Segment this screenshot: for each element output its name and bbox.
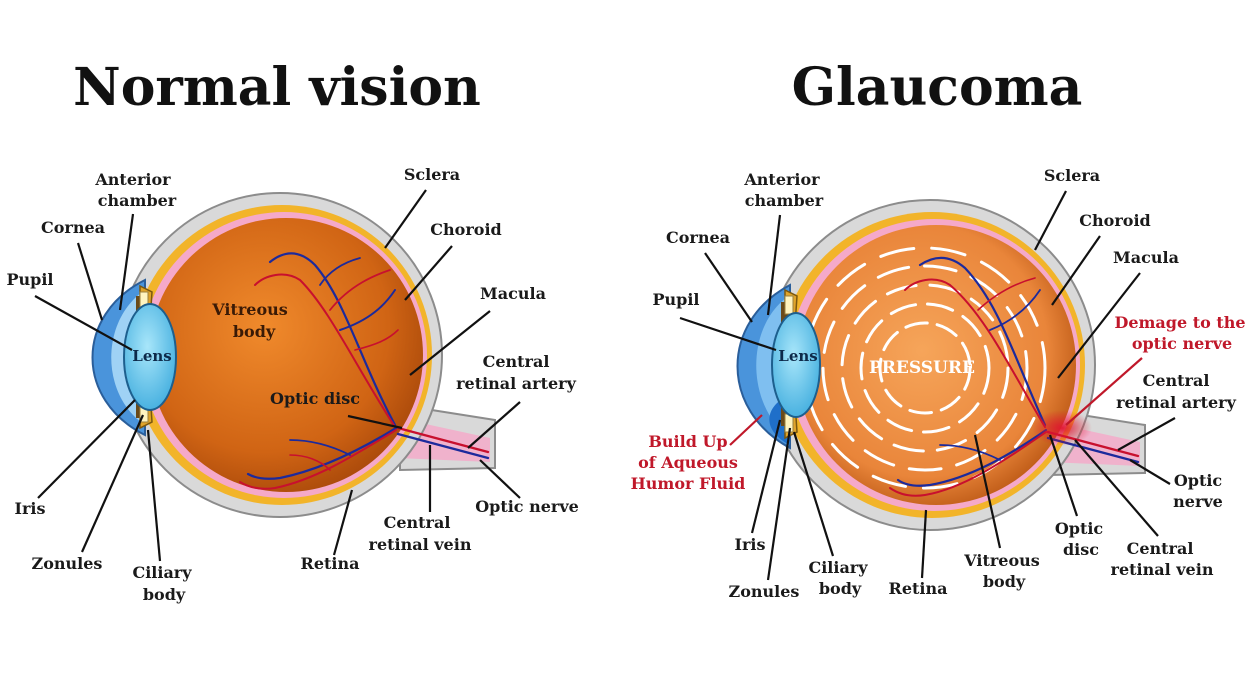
normal-optic-nerve-leader <box>479 459 521 499</box>
damage-leader <box>1065 357 1143 426</box>
glaucoma-labels: Anterior chamber Cornea Pupil Lens PRESS… <box>631 166 1246 601</box>
normal-pupil-label: Pupil <box>6 270 53 289</box>
glaucoma-cornea-label: Cornea <box>666 228 730 247</box>
normal-labels: Anterior chamber Cornea Pupil Lens Vitre… <box>6 165 578 604</box>
glaucoma-zonules-label: Zonules <box>729 582 800 601</box>
normal-cornea-label: Cornea <box>41 218 105 237</box>
normal-optic-nerve-label: Optic nerve <box>475 497 579 516</box>
normal-sclera-label: Sclera <box>404 165 460 184</box>
glaucoma-eye <box>736 199 1146 531</box>
normal-central-artery-leader <box>467 401 521 449</box>
normal-iris-label: Iris <box>15 499 46 518</box>
glaucoma-central-vein-label-2: retinal vein <box>1111 560 1214 579</box>
normal-central-vein-label-2: retinal vein <box>369 535 472 554</box>
normal-sclera-leader <box>384 189 427 249</box>
glaucoma-zonules-leader <box>766 427 792 581</box>
normal-ciliary-label-1: Ciliary <box>132 563 192 582</box>
glaucoma-optic-disc-label-1: Optic <box>1055 519 1104 538</box>
lens-shape <box>123 303 177 411</box>
normal-eye <box>91 192 496 518</box>
glaucoma-central-artery-label-1: Central <box>1143 371 1210 390</box>
glaucoma-macula-label: Macula <box>1113 248 1179 267</box>
normal-anterior-chamber-label-1: Anterior <box>94 170 171 189</box>
glaucoma-zonules-upper <box>784 295 794 315</box>
normal-zonules-leader <box>80 414 145 553</box>
glaucoma-central-vein-label-1: Central <box>1127 539 1194 558</box>
glaucoma-vitreous-leader <box>973 434 1002 549</box>
normal-optic-disc-leader <box>347 414 403 430</box>
normal-retina-leader <box>332 489 354 556</box>
glaucoma-choroid-label: Choroid <box>1079 211 1150 230</box>
vitreous-body-shape <box>149 218 423 492</box>
normal-iris-leader <box>37 399 136 499</box>
normal-anterior-chamber-label-2: chamber <box>98 191 177 210</box>
glaucoma-anterior-chamber-label-2: chamber <box>745 191 824 210</box>
retinal-vessels <box>239 252 490 490</box>
glaucoma-optic-disc-label-2: disc <box>1063 540 1099 559</box>
glaucoma-vitreous-label-2: body <box>983 572 1026 591</box>
pressure-label: PRESSURE <box>869 358 975 378</box>
glaucoma-lens-label: Lens <box>778 347 817 365</box>
normal-ciliary-leader <box>146 429 162 562</box>
normal-vitreous-label-2: body <box>233 322 276 341</box>
normal-pupil-leader <box>34 295 133 351</box>
glaucoma-cornea-leader <box>704 252 753 323</box>
glaucoma-optic-disc-leader <box>1048 434 1079 517</box>
glaucoma-ciliary-label-2: body <box>819 579 862 598</box>
glaucoma-sclera-label: Sclera <box>1044 166 1100 185</box>
glaucoma-pupil-label: Pupil <box>652 290 699 309</box>
damage-label-2: optic nerve <box>1132 334 1232 353</box>
damage-label-1: Demage to the <box>1114 313 1245 332</box>
glaucoma-central-artery-leader <box>1117 417 1176 451</box>
title-normal-vision: Normal vision <box>73 57 481 118</box>
glaucoma-vitreous-label-1: Vitreous <box>963 551 1040 570</box>
normal-choroid-leader <box>404 245 453 301</box>
glaucoma-central-artery-label-2: retinal artery <box>1116 393 1237 412</box>
glaucoma-retinal-vessels <box>889 256 1140 497</box>
glaucoma-vitreous-shape <box>796 225 1076 505</box>
normal-central-artery-label-1: Central <box>483 352 550 371</box>
build-up-label-2: of Aqueous <box>638 453 738 472</box>
glaucoma-macula-leader <box>1057 272 1141 379</box>
glaucoma-ciliary-leader <box>792 431 835 557</box>
normal-optic-disc-label: Optic disc <box>270 389 360 408</box>
glaucoma-retina-leader <box>920 509 928 579</box>
optic-nerve-damage-glow <box>1032 410 1092 446</box>
normal-choroid-label: Choroid <box>430 220 501 239</box>
glaucoma-retina-label: Retina <box>889 579 948 598</box>
normal-central-vein-label-1: Central <box>384 513 451 532</box>
glaucoma-sclera-leader <box>1034 190 1067 251</box>
glaucoma-pupil-leader <box>679 316 777 352</box>
glaucoma-optic-nerve-label-1: Optic <box>1174 471 1223 490</box>
glaucoma-choroid-leader <box>1051 235 1101 306</box>
build-up-label-3: Humor Fluid <box>631 474 746 493</box>
normal-cornea-leader <box>76 242 104 321</box>
normal-anterior-chamber-leader <box>118 213 135 311</box>
build-up-label-1: Build Up <box>648 432 727 451</box>
glaucoma-ciliary-label-1: Ciliary <box>808 558 868 577</box>
glaucoma-anterior-chamber-leader <box>766 214 782 316</box>
title-glaucoma: Glaucoma <box>792 57 1083 118</box>
normal-macula-label: Macula <box>480 284 546 303</box>
glaucoma-iris-leader <box>750 419 782 534</box>
normal-lens-label: Lens <box>132 347 171 365</box>
normal-zonules-label: Zonules <box>32 554 103 573</box>
normal-macula-leader <box>409 310 491 376</box>
normal-retina-label: Retina <box>301 554 360 573</box>
glaucoma-iris-label: Iris <box>735 535 766 554</box>
glaucoma-optic-nerve-leader <box>1129 459 1171 485</box>
normal-vitreous-label-1: Vitreous <box>211 300 288 319</box>
glaucoma-central-vein-leader <box>1074 439 1159 537</box>
normal-central-artery-label-2: retinal artery <box>456 374 577 393</box>
build-up-leader <box>729 414 763 446</box>
glaucoma-optic-nerve-label-2: nerve <box>1173 492 1223 511</box>
glaucoma-anterior-chamber-label-1: Anterior <box>743 170 820 189</box>
normal-ciliary-label-2: body <box>143 585 186 604</box>
glaucoma-lens-shape <box>771 312 821 418</box>
